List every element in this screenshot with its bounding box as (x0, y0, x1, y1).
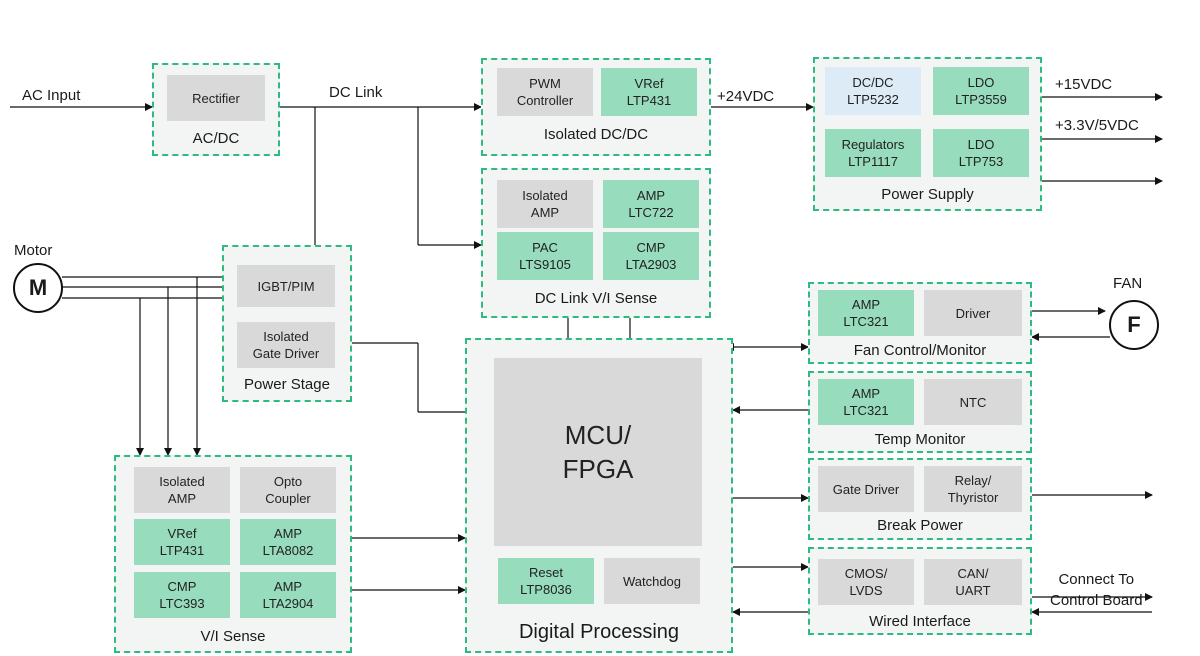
dc-link-sense-label: DC Link V/I Sense (534, 290, 658, 307)
isolated-amp-block: Isolated AMP (134, 467, 230, 513)
wired-interface-group: CMOS/ LVDS CAN/ UART Wired Interface (808, 547, 1032, 635)
dc-link-sense-group: Isolated AMP AMP LTC722 PAC LTS9105 CMP … (481, 168, 711, 318)
opto-coupler-block: Opto Coupler (240, 467, 336, 513)
dcdc-block: DC/DC LTP5232 (825, 67, 921, 115)
fan-control-label: Fan Control/Monitor (853, 342, 987, 359)
power-stage-group: IGBT/PIM Isolated Gate Driver Power Stag… (222, 245, 352, 402)
vi-sense-group: Isolated AMP Opto Coupler VRef LTP431 AM… (114, 455, 352, 653)
vref-block: VRef LTP431 (134, 519, 230, 565)
v15-label: +15VDC (1055, 76, 1113, 93)
igbt-pim-block: IGBT/PIM (237, 265, 335, 307)
temp-monitor-group: AMP LTC321 NTC Temp Monitor (808, 371, 1032, 453)
amp-block: AMP LTC321 (818, 379, 914, 425)
rectifier-block: Rectifier (167, 75, 265, 121)
temp-monitor-label: Temp Monitor (874, 431, 966, 448)
v24-label: +24VDC (717, 88, 775, 105)
ntc-block: NTC (924, 379, 1022, 425)
vi-sense-label: V/I Sense (200, 628, 266, 645)
amp-block: AMP LTC722 (603, 180, 699, 228)
regulators-block: Regulators LTP1117 (825, 129, 921, 177)
v33-label: +3.3V/5VDC (1055, 117, 1139, 134)
connect-control-board-label: Connect To Control Board (1050, 571, 1143, 609)
dc-link-label: DC Link (329, 84, 383, 101)
power-supply-group: DC/DC LTP5232 LDO LTP3559 Regulators LTP… (813, 57, 1042, 211)
motor-icon: M (13, 263, 63, 313)
acdc-label: AC/DC (192, 130, 240, 147)
cmos-lvds-block: CMOS/ LVDS (818, 559, 914, 605)
acdc-group: Rectifier AC/DC (152, 63, 280, 156)
pac-block: PAC LTS9105 (497, 232, 593, 280)
driver-block: Driver (924, 290, 1022, 336)
mcu-fpga-block: MCU/ FPGA (494, 358, 702, 546)
isolated-amp-block: Isolated AMP (497, 180, 593, 228)
amp-block: AMP LTC321 (818, 290, 914, 336)
digital-processing-group: MCU/ FPGA Reset LTP8036 Watchdog Digital… (465, 338, 733, 653)
isolated-dcdc-label: Isolated DC/DC (543, 126, 649, 143)
ldo-block: LDO LTP3559 (933, 67, 1029, 115)
fan-icon: F (1109, 300, 1159, 350)
gate-driver-block: Gate Driver (818, 466, 914, 512)
vref-block: VRef LTP431 (601, 68, 697, 116)
cmp-block: CMP LTC393 (134, 572, 230, 618)
cmp-block: CMP LTA2903 (603, 232, 699, 280)
fan-control-group: AMP LTC321 Driver Fan Control/Monitor (808, 282, 1032, 364)
amp-block: AMP LTA2904 (240, 572, 336, 618)
watchdog-block: Watchdog (604, 558, 700, 604)
ldo-block: LDO LTP753 (933, 129, 1029, 177)
isolated-gate-driver-block: Isolated Gate Driver (237, 322, 335, 368)
fan-label: FAN (1113, 275, 1143, 292)
power-supply-label: Power Supply (881, 186, 974, 203)
power-stage-label: Power Stage (244, 376, 330, 393)
can-uart-block: CAN/ UART (924, 559, 1022, 605)
pwm-controller-block: PWM Controller (497, 68, 593, 116)
digital-processing-label: Digital Processing (518, 621, 680, 643)
wired-interface-label: Wired Interface (869, 613, 971, 630)
relay-thyristor-block: Relay/ Thyristor (924, 466, 1022, 512)
amp-block: AMP LTA8082 (240, 519, 336, 565)
reset-block: Reset LTP8036 (498, 558, 594, 604)
ac-input-label: AC Input (22, 87, 81, 104)
break-power-group: Gate Driver Relay/ Thyristor Break Power (808, 458, 1032, 540)
motor-label: Motor (14, 242, 53, 259)
isolated-dcdc-group: PWM Controller VRef LTP431 Isolated DC/D… (481, 58, 711, 156)
break-power-label: Break Power (877, 517, 963, 534)
